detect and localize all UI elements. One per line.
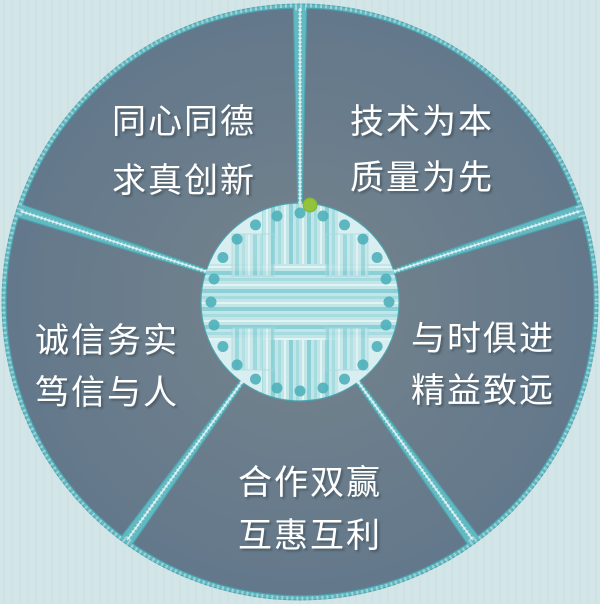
segment-right-line1: 与时俱进 [411, 320, 555, 358]
center-ring-dot [231, 359, 243, 371]
divider-hatch-texture [19, 8, 581, 542]
segment-bottom [131, 382, 469, 597]
center-ring-dot [357, 359, 369, 371]
segment-left-line1: 诚信务实 [35, 322, 179, 360]
segment-bottom-line1: 合作双赢 [238, 464, 382, 502]
segment-bottom-line2: 互惠互利 [238, 517, 382, 555]
segment-top-right-line1: 技术为本 [350, 103, 494, 141]
center-ring-dot [231, 233, 243, 245]
center-ring-dot [371, 252, 383, 263]
center-ring-dot [250, 373, 261, 385]
segment-top-left-line1: 同心同德 [112, 103, 256, 141]
segment-top-left [21, 7, 299, 271]
center-ring-dot [294, 207, 306, 219]
center-ring-dot [317, 382, 329, 394]
center-ring-dot [383, 296, 395, 308]
center-ring-dot [380, 319, 392, 331]
center-ring-dot [271, 210, 283, 222]
segment-right-line2: 精益致远 [411, 372, 555, 410]
segment-top-right [301, 7, 579, 271]
center-dot-ring [205, 207, 395, 397]
center-ring-dot [317, 210, 329, 222]
center-ring-dot [371, 341, 383, 352]
center-horizontal-band [201, 264, 399, 340]
center-ring-dot [250, 219, 261, 231]
center-ring-dot [294, 385, 306, 397]
segment-top-left-line2: 求真创新 [112, 162, 256, 200]
segment-left [5, 216, 241, 537]
center-circle [201, 203, 399, 401]
segment-left-line2: 笃信与人 [35, 374, 179, 412]
center-ring-dot [208, 319, 220, 331]
segment-labels: 同心同德 求真创新 技术为本 质量为先 与时俱进 精益致远 合作双赢 互惠互利 … [35, 103, 555, 555]
segment-right [359, 216, 595, 537]
center-ring-dot [339, 373, 350, 385]
center-ring-dot [217, 252, 229, 263]
green-dot-marker [302, 197, 318, 213]
center-ring-dot [217, 341, 229, 352]
center-ring-dot [339, 219, 350, 231]
center-ring-dot [208, 273, 220, 285]
center-ring-dot [380, 273, 392, 285]
center-ring-dot [271, 382, 283, 394]
center-ring-dot [357, 233, 369, 245]
segment-top-right-line2: 质量为先 [350, 159, 494, 197]
center-ring-dot [205, 296, 217, 308]
rim-tick-texture [1, 3, 599, 601]
